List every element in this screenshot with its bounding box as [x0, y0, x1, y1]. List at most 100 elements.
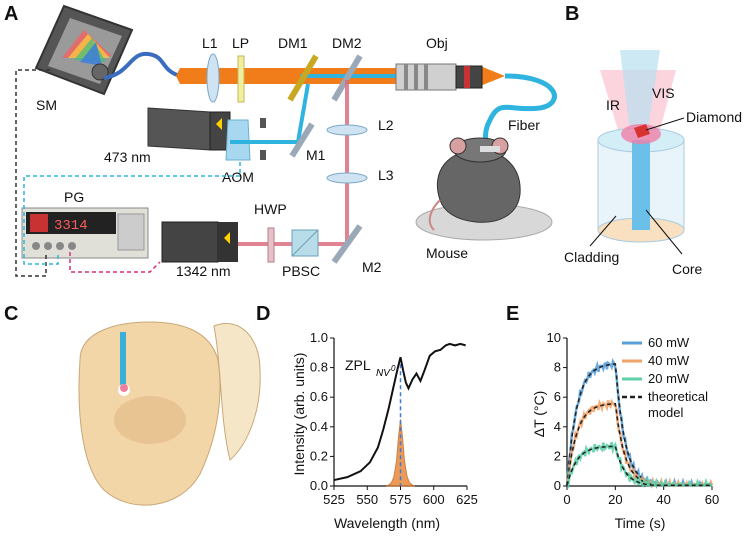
legend-label-40: 40 mW	[648, 353, 690, 368]
panel-label-c: C	[4, 303, 18, 325]
label-473nm: 473 nm	[104, 149, 151, 165]
chart-d-annotation-sup: 0	[391, 364, 396, 373]
legend-label-60: 60 mW	[648, 335, 690, 350]
chart-d-ytick-label: 0.8	[310, 360, 328, 375]
label-cladding: Cladding	[564, 249, 619, 265]
panel-label-e: E	[506, 303, 519, 325]
label-hwp: HWP	[254, 201, 287, 217]
probe-illustration	[597, 50, 685, 243]
chart-d-spectrum-line	[333, 342, 466, 482]
chart-d-xtick-label: 600	[423, 492, 445, 507]
label-lp: LP	[232, 35, 249, 51]
chart-e-xtick-label: 20	[608, 492, 622, 507]
chart-e-xtick-label: 60	[705, 492, 719, 507]
panel-label-b: B	[565, 3, 579, 25]
panel-label-a: A	[4, 3, 18, 25]
orange-beam-tip	[480, 66, 505, 86]
label-aom: AOM	[222, 169, 254, 185]
chart-e-series-line	[565, 441, 712, 489]
chart-e-model-line	[566, 402, 712, 487]
chart-d-ytick-label: 0.2	[310, 448, 328, 463]
label-l1: L1	[202, 35, 218, 51]
lens-l3	[326, 172, 368, 184]
chart-d-xtick-label: 550	[356, 492, 378, 507]
panel-label-d: D	[256, 303, 270, 325]
chart-d-xtick-label: 625	[456, 492, 478, 507]
chart-d-xlabel: Wavelength (nm)	[334, 515, 440, 531]
label-diamond: Diamond	[686, 109, 742, 125]
chart-e-ytick-label: 2	[554, 448, 561, 463]
fiber-sm	[103, 51, 181, 80]
arrow-diamond	[645, 117, 685, 131]
legend-label-20: 20 mW	[648, 371, 690, 386]
label-sm: SM	[36, 97, 57, 113]
label-m2: M2	[362, 259, 382, 275]
chart-spectrum: 525 550 575 600 625 0.0 0.2 0.4 0.6 0.8 1.0	[310, 330, 478, 507]
label-dm1: DM1	[278, 35, 308, 51]
chart-e-ylabel: ΔT (°C)	[531, 391, 547, 438]
mouse-icon	[428, 137, 521, 231]
legend-label-model-2: model	[648, 405, 684, 420]
chart-e-ytick-label: 4	[554, 419, 561, 434]
chart-e-xtick-label: 0	[563, 492, 570, 507]
chart-e-ytick-label: 0	[554, 478, 561, 493]
label-core: Core	[672, 261, 703, 277]
chart-d-ytick-label: 1.0	[310, 330, 328, 345]
aperture-icon	[260, 118, 266, 128]
label-dm2: DM2	[332, 35, 362, 51]
label-m1: M1	[306, 147, 326, 163]
spectrometer-icon	[34, 4, 134, 96]
aperture2-icon	[260, 150, 266, 160]
chart-e-ytick-label: 10	[547, 330, 561, 345]
chart-d-ylabel: Intensity (arb. units)	[291, 353, 307, 476]
chart-d-ytick-label: 0.0	[310, 478, 328, 493]
label-l3: L3	[378, 167, 394, 183]
label-pg: PG	[64, 189, 84, 205]
pulse-generator-icon	[21, 207, 149, 259]
chart-e-ytick-label: 8	[554, 360, 561, 375]
pbsc-diagonal	[291, 229, 319, 257]
objective-icon	[395, 63, 483, 91]
laser-1342-icon	[161, 221, 238, 263]
brain-section-illustration	[78, 321, 261, 506]
arrow-core	[645, 209, 683, 255]
chart-d-xtick-label: 575	[390, 492, 412, 507]
chart-e-model-line	[566, 445, 712, 487]
label-obj: Obj	[426, 35, 448, 51]
chart-e-ytick-label: 6	[554, 389, 561, 404]
legend-label-model-1: theoretical	[648, 389, 708, 404]
chart-d-ytick-label: 0.6	[310, 389, 328, 404]
chart-d-xtick-label: 525	[323, 492, 345, 507]
chart-e-model-line	[566, 363, 712, 487]
mirror-m2	[331, 224, 363, 264]
filter-lp	[237, 55, 245, 103]
chart-temperature: 0 20 40 60 0 2 4 6 8 10	[547, 330, 720, 507]
label-1342nm: 1342 nm	[176, 263, 230, 279]
pg-display: 3314	[54, 218, 88, 234]
chart-d-peak	[385, 419, 416, 487]
mirror-dm1	[287, 54, 319, 102]
control-line-sm	[15, 69, 50, 277]
chart-e-xtick-label: 40	[656, 492, 670, 507]
chart-e-legend: 60 mW 40 mW 20 mW theoretical model	[622, 335, 708, 420]
label-l2: L2	[378, 117, 394, 133]
lens-l2	[326, 124, 368, 136]
laser-473-icon	[147, 107, 231, 151]
mirror-dm2	[331, 54, 363, 102]
chart-d-annotation-sub: NV	[376, 368, 391, 379]
control-line-aom	[23, 162, 241, 265]
chart-d-annotation: ZPL	[345, 357, 371, 373]
label-pbsc: PBSC	[282, 263, 320, 279]
lens-l1	[206, 53, 220, 103]
chart-d-ytick-label: 0.4	[310, 419, 328, 434]
label-ir: IR	[606, 97, 620, 113]
mirror-m1	[289, 122, 315, 158]
label-vis: VIS	[652, 85, 675, 101]
chart-e-xlabel: Time (s)	[615, 515, 666, 531]
arrow-cladding	[589, 215, 617, 247]
label-fiber: Fiber	[508, 117, 540, 133]
control-line-1342	[69, 252, 161, 273]
hwp-icon	[267, 227, 275, 263]
label-mouse: Mouse	[426, 245, 468, 261]
